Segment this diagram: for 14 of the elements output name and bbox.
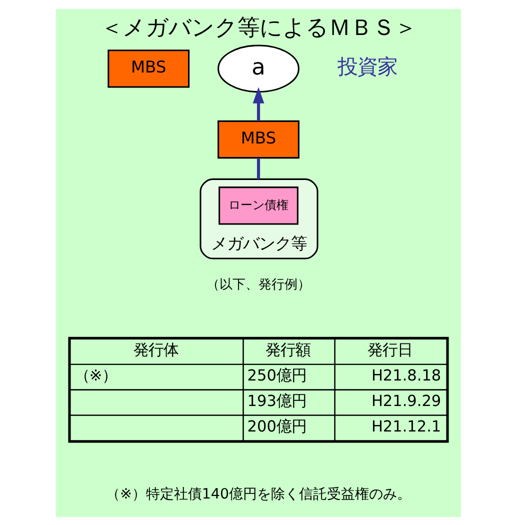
label: （※）特定社債140億円を除く信託受益権のみ。 — [106, 486, 412, 502]
label: （以下、発行例） — [206, 276, 310, 292]
label: H21.12.1 — [371, 417, 442, 436]
label: H21.8.18 — [371, 366, 442, 384]
label: 発行体 — [133, 340, 178, 359]
label: （※） — [74, 366, 118, 384]
label: 発行額 — [266, 340, 311, 359]
label: H21.9.29 — [371, 392, 442, 410]
label: 投資家 — [337, 54, 398, 78]
diagram-title: ＜メガバンク等によるＭＢＳ＞ — [100, 14, 416, 41]
label: 250億円 — [247, 366, 306, 384]
label: 200億円 — [247, 417, 306, 436]
label: 193億円 — [247, 392, 306, 410]
label: 発行日 — [367, 340, 412, 359]
